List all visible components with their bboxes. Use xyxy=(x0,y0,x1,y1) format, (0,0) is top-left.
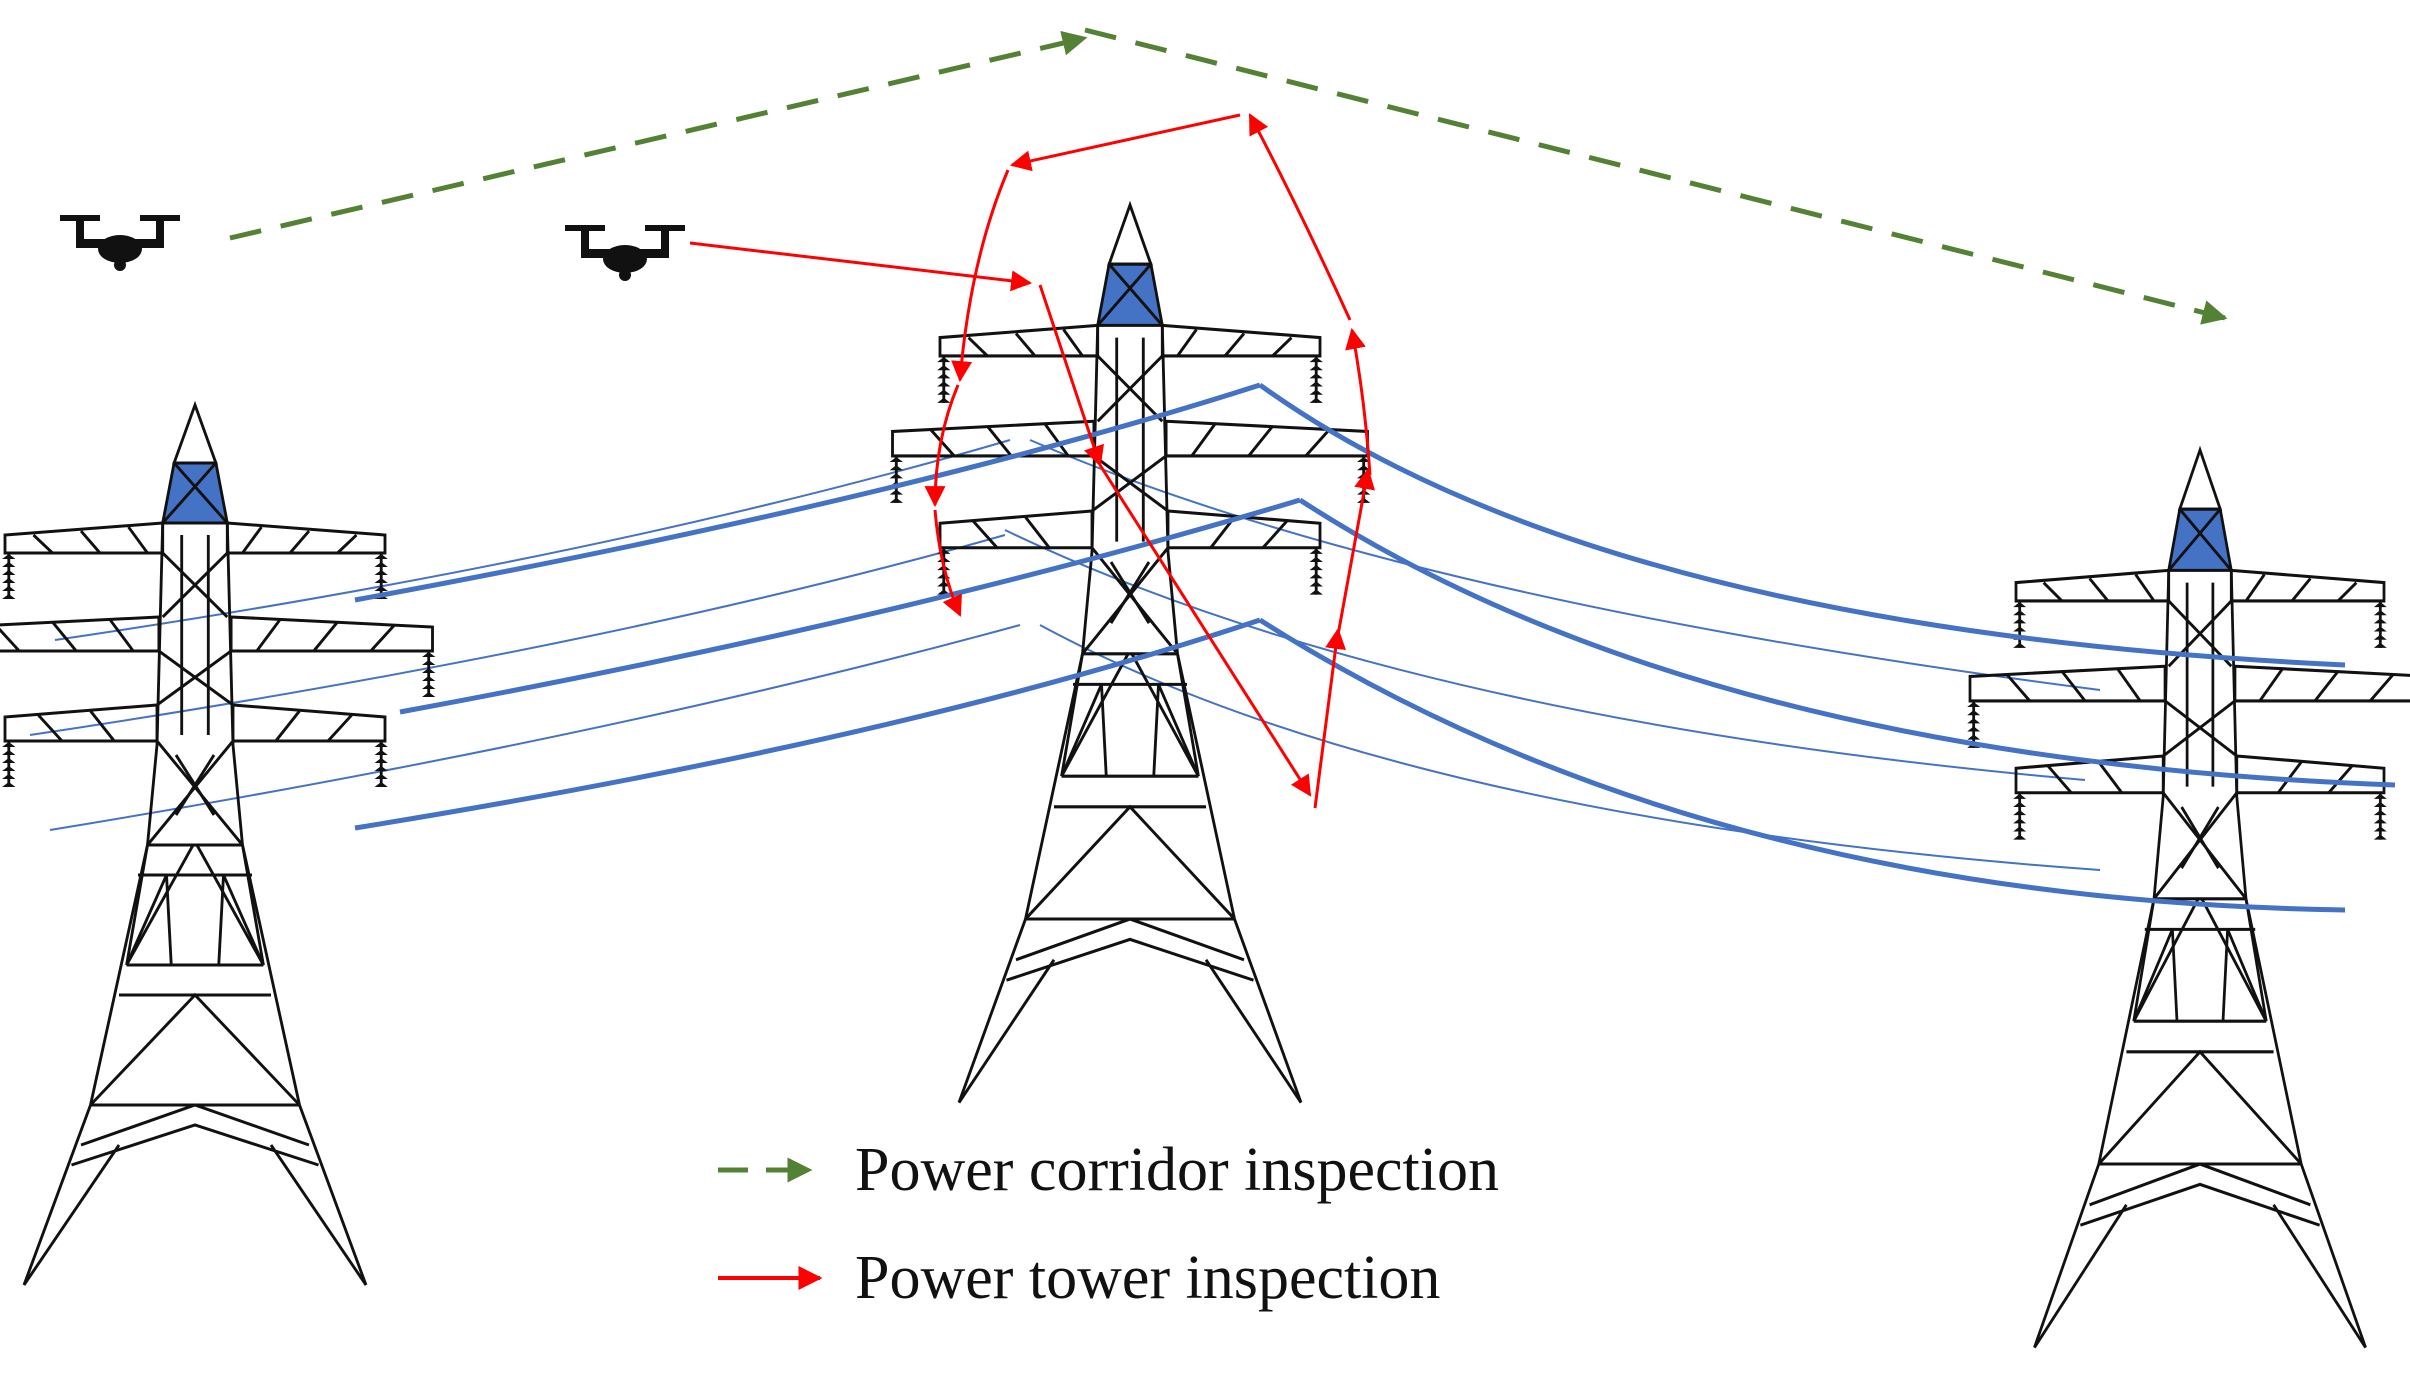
corridor-inspection-path xyxy=(229,27,2228,325)
drone-icon-corridor xyxy=(60,215,180,271)
drone-icon-tower xyxy=(565,225,685,281)
front-conductors xyxy=(354,382,2396,913)
transmission-tower-icon-left xyxy=(0,405,435,1285)
legend-corridor-label: Power corridor inspection xyxy=(855,1136,1499,1204)
legend: Power corridor inspection Power tower in… xyxy=(718,1136,1499,1312)
tower-inspection-path xyxy=(689,113,1375,809)
legend-tower-label: Power tower inspection xyxy=(855,1244,1440,1312)
transmission-tower-icon-center xyxy=(890,205,1371,1103)
transmission-tower-icon-right xyxy=(1967,450,2410,1348)
